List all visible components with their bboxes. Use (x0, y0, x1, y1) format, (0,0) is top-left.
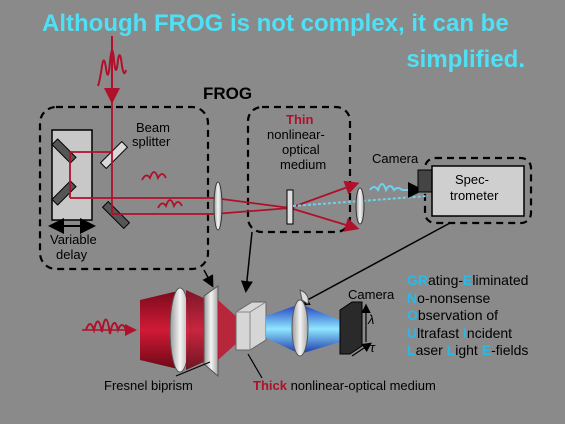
frog-label: FROG (203, 84, 253, 103)
grenouille-acronym: GRating-Eliminated No-nonsense Observati… (407, 272, 528, 360)
red-pulse-2 (157, 199, 183, 209)
red-beam-after-lens (186, 290, 208, 370)
thick-medium-label: Thick nonlinear-optical medium (253, 378, 436, 393)
acronym-line-5: Laser Light E-fields (407, 342, 529, 358)
acronym-line-2: No-nonsense (407, 289, 491, 306)
frog-dashed-box (38, 105, 210, 271)
medium-label: medium (280, 157, 327, 172)
tau-label: τ (370, 340, 375, 355)
leader-fresnel (175, 361, 211, 377)
tau-axis-arrow (351, 342, 372, 357)
lambda-label: λ (368, 312, 375, 327)
lens-holder (299, 289, 309, 305)
camera-top-body (417, 169, 433, 193)
thin-medium-dashed-box (246, 105, 352, 234)
fresnel-biprism-label: Fresnel biprism (104, 378, 193, 393)
spec-label: Spec- (455, 172, 489, 187)
input-pulse-top (97, 36, 127, 104)
red-beams (69, 100, 360, 232)
leader-thick (247, 353, 263, 379)
variable-label: Variable (50, 232, 97, 247)
beam-splitter (99, 140, 129, 170)
camera-bottom-body (339, 301, 363, 355)
camera-top-label: Camera (372, 151, 419, 166)
optical-label: optical (282, 142, 320, 157)
beam-label: Beam (136, 120, 170, 135)
collection-lens (355, 187, 365, 225)
thin-crystal (286, 189, 294, 225)
thick-word: Thick (253, 378, 287, 393)
spectrometer-dashed-box (423, 156, 533, 225)
connector-spectrometer (297, 222, 451, 306)
acronym-line-4: Ultrafast Incident (407, 324, 513, 341)
red-beams-crossing (218, 300, 238, 360)
nonlinear-label: nonlinear- (267, 127, 325, 142)
trometer-label: trometer (450, 188, 499, 203)
spectrometer-body (431, 165, 525, 217)
thin-label: Thin (286, 112, 314, 127)
connector-thin-thick (240, 231, 253, 293)
delay-label: delay (56, 247, 88, 262)
thick-rest: nonlinear-optical medium (286, 378, 436, 393)
acronym-line-1: GRating-Eliminated (407, 272, 529, 288)
imaging-lens (291, 299, 309, 357)
camera-bottom-label: Camera (348, 287, 395, 302)
slide-title-line-1: Although FROG is not complex, it can be (42, 10, 509, 37)
input-pulse-bottom (85, 318, 127, 335)
acronym-line-3: Observation of (407, 307, 499, 323)
fresnel-biprism-shape (203, 285, 219, 378)
focusing-lens (213, 181, 223, 231)
connector-frog-biprism (202, 269, 214, 288)
fold-mirror (101, 200, 131, 230)
thick-crystal-cube (235, 301, 267, 351)
slide-title-line-2: simplified. (406, 46, 525, 73)
red-pulse-1 (141, 171, 167, 181)
splitter-label: splitter (132, 134, 171, 149)
signal-pulse (369, 183, 403, 193)
